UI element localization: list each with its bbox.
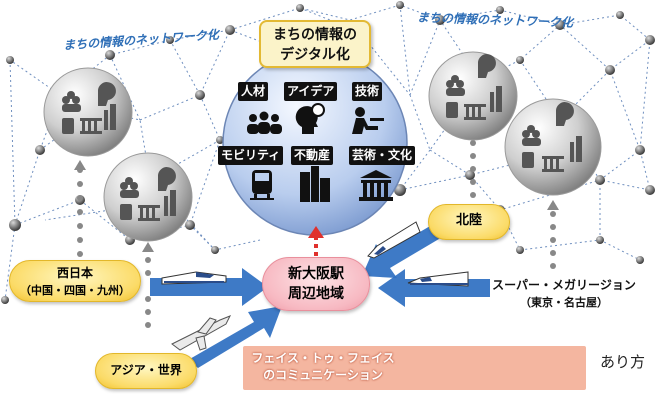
- technician-icon: [352, 107, 384, 134]
- digitalization-title-line2: デジタル化: [280, 47, 350, 63]
- region-nishinihon: 西日本 （中国・四国・九州）: [9, 260, 141, 302]
- region-super-megaregion: スーパー・メガリージョン （東京・名古屋）: [476, 276, 652, 312]
- edge-text-fragment: あり方: [600, 353, 646, 371]
- sphere-connectors: [74, 130, 559, 328]
- category-idea: アイデア: [284, 82, 338, 101]
- category-mobility: モビリティ: [218, 146, 284, 165]
- building-icon: [300, 166, 330, 202]
- face-to-face-line2: のコミュニケーション: [263, 368, 383, 382]
- face-to-face-label: フェイス・トゥ・フェイス のコミュニケーション: [243, 350, 403, 384]
- region-asia: アジア・世界: [95, 353, 197, 389]
- face-to-face-panel: フェイス・トゥ・フェイス のコミュニケーション: [243, 346, 586, 390]
- shin-osaka-node: 新大阪駅 周辺地域: [262, 257, 370, 311]
- region-sphere-southwest: [103, 152, 193, 242]
- central-sphere: [222, 50, 408, 236]
- shin-osaka-line1: 新大阪駅: [288, 266, 344, 282]
- shin-osaka-line2: 周辺地域: [288, 286, 344, 302]
- region-super-line2: （東京・名古屋）: [520, 296, 608, 309]
- people-icon: [247, 111, 282, 134]
- region-nishinihon-line1: 西日本: [56, 266, 93, 280]
- blue-arrows: [150, 222, 490, 368]
- digitalization-title: まちの情報の デジタル化: [259, 20, 371, 68]
- idea-head-icon: [295, 103, 325, 134]
- red-arrow: [308, 226, 324, 264]
- arrow-from-west: [150, 268, 268, 306]
- category-icons: [247, 103, 393, 202]
- train-icon: [250, 170, 274, 200]
- region-nishinihon-line2: （中国・四国・九州）: [20, 284, 130, 297]
- region-sphere-north: [428, 51, 518, 141]
- digitalization-title-line1: まちの情報の: [273, 27, 357, 43]
- region-super-line1: スーパー・メガリージョン: [492, 278, 636, 292]
- shinkansen-icon: [161, 271, 227, 285]
- airplane-icon: [171, 315, 232, 351]
- arrow-from-east: [378, 269, 490, 307]
- region-hokuriku: 北陸: [428, 204, 510, 240]
- region-asia-label: アジア・世界: [110, 363, 182, 377]
- region-hokuriku-label: 北陸: [455, 213, 482, 228]
- category-geijutsu: 芸術・文化: [349, 146, 416, 165]
- museum-icon: [359, 170, 393, 201]
- category-jinzai: 人材: [238, 82, 269, 101]
- arrow-from-north: [362, 222, 444, 278]
- network-nodes: [1, 1, 655, 304]
- shinkansen-north-icon: [367, 221, 421, 259]
- region-sphere-east: [504, 98, 602, 196]
- shinkansen-east-icon: [407, 271, 469, 287]
- region-sphere-west: [43, 67, 133, 157]
- arrow-from-asia: [188, 306, 282, 368]
- category-gijutsu: 技術: [352, 82, 383, 101]
- face-to-face-line1: フェイス・トゥ・フェイス: [251, 351, 395, 365]
- category-fudosan: 不動産: [291, 146, 334, 165]
